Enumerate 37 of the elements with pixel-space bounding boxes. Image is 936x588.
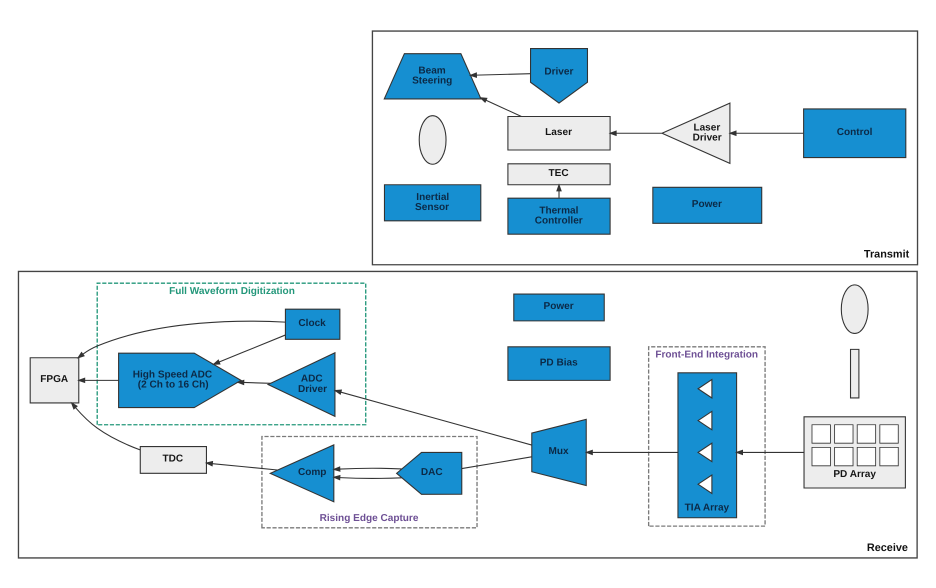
arrow	[76, 320, 286, 358]
node-box: TEC	[507, 162, 611, 185]
arrow	[212, 334, 286, 364]
node-ellipse	[840, 284, 869, 334]
arrow	[236, 379, 271, 385]
arrow	[332, 466, 402, 472]
arrow	[479, 96, 522, 116]
node-triangle	[697, 378, 712, 398]
node-box: Power	[513, 293, 605, 321]
arrow	[334, 389, 532, 446]
arrow	[734, 449, 804, 455]
arrow	[584, 449, 678, 455]
arrow	[608, 130, 662, 136]
node-triangle	[697, 474, 712, 494]
arrow	[468, 72, 530, 78]
node-box	[850, 348, 860, 398]
node-triangle	[697, 410, 712, 430]
node-box: Inertial Sensor	[384, 184, 482, 221]
node-box: Clock	[284, 308, 340, 340]
arrow	[70, 401, 140, 450]
arrow	[77, 377, 118, 383]
connector	[462, 456, 532, 469]
node-ellipse	[418, 114, 447, 164]
arrow	[204, 460, 278, 470]
node-box: Thermal Controller	[507, 197, 611, 234]
node-box: PD Bias	[507, 346, 611, 380]
node-box: FPGA	[30, 356, 80, 404]
node-triangle	[697, 442, 712, 462]
cluster: TIA Array	[677, 372, 738, 518]
node-box: Laser	[507, 115, 611, 150]
node-box: Control	[803, 108, 906, 158]
node-box: Mux	[531, 418, 587, 486]
arrow	[332, 474, 402, 480]
node-box: PD Array	[803, 416, 906, 488]
arrow	[728, 130, 804, 136]
node-box: Power	[652, 186, 762, 224]
node-box: TDC	[140, 446, 207, 474]
